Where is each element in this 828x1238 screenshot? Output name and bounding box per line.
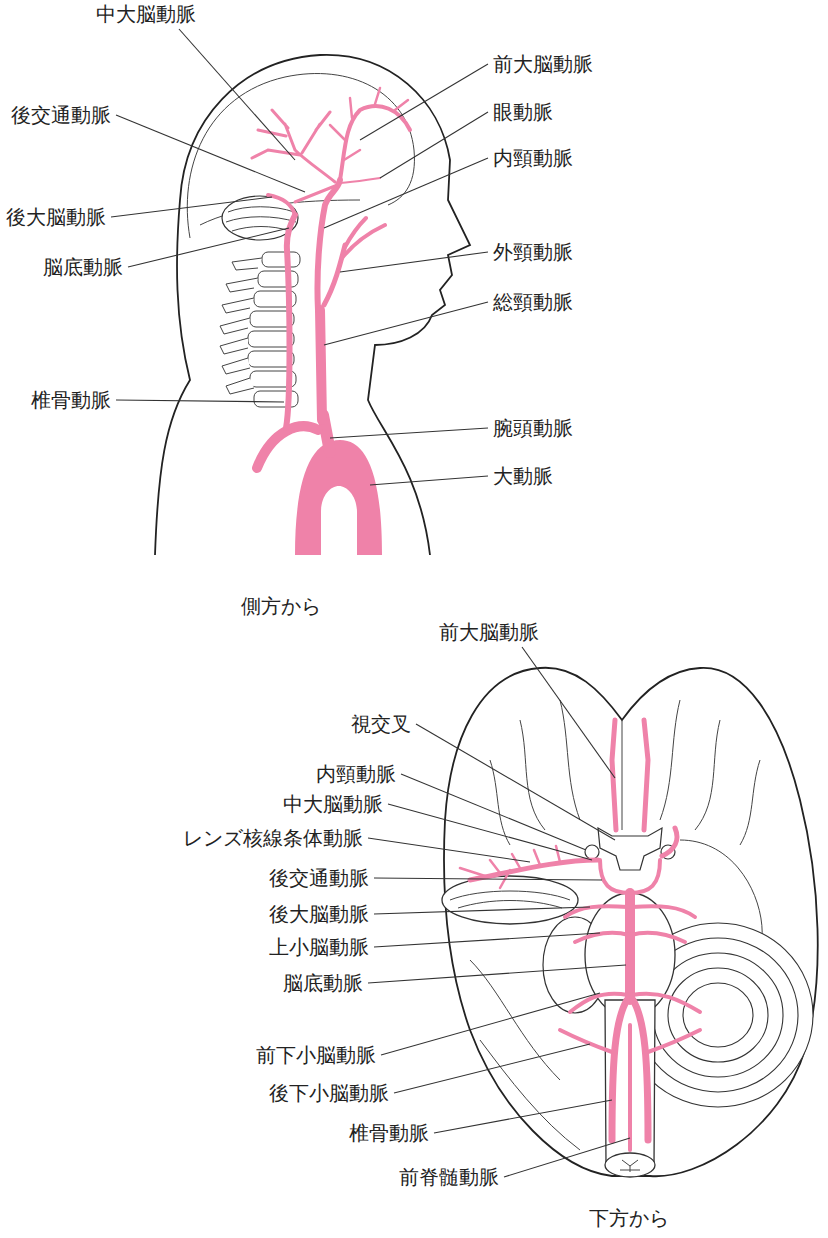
artery-label: 後交通動脈 [10,103,112,127]
leader-line [374,907,590,914]
leader-line [380,112,488,178]
leader-line [416,724,615,840]
artery-label: 前脊髄動脈 [398,1165,500,1189]
artery-label: 内頸動脈 [492,146,574,170]
leader-line [394,1044,590,1093]
inferior-view [442,668,818,1177]
artery-label: 外頸動脈 [492,240,574,264]
artery-label: 総頸動脈 [492,290,574,314]
artery-label: 前下小脳動脈 [255,1043,377,1067]
leader-line [388,804,592,860]
leader-line [381,993,600,1055]
artery-label: 後大脳動脈 [5,205,107,229]
leader-line [116,115,305,192]
artery-label: 前大脳動脈 [438,620,540,644]
view-caption: 側方から [240,594,322,618]
leader-line [374,933,600,947]
side-view [155,55,470,555]
artery-label: 中大脳動脈 [282,792,384,816]
leader-line [370,476,488,485]
leader-line [434,1100,612,1133]
artery-label: 眼動脈 [492,100,554,124]
artery-label: 中大脳動脈 [95,2,197,26]
artery-label: 椎骨動脈 [30,388,112,412]
leader-line [340,252,488,272]
leader-line [522,647,615,778]
leader-line [116,400,284,402]
artery-label: 内頸動脈 [315,762,397,786]
artery-label: 椎骨動脈 [348,1121,430,1145]
artery-label: 腕頭動脈 [492,416,574,440]
leader-line [401,774,586,850]
leader-line [330,428,488,438]
leader-line [368,838,530,862]
leader-line [111,197,272,217]
artery-label: レンズ核線条体動脈 [182,826,364,850]
artery-label: 後大脳動脈 [268,902,370,926]
artery-label: 前大脳動脈 [492,52,594,76]
leader-line [324,158,488,228]
artery-label: 後交通動脈 [268,866,370,890]
leader-line [128,228,289,267]
artery-label: 大動脈 [492,464,554,488]
leader-line [360,64,488,140]
artery-label: 上小脳動脈 [268,935,370,959]
artery-label: 脳底動脈 [282,971,364,995]
artery-label: 脳底動脈 [42,255,124,279]
view-caption: 下方から [588,1206,670,1230]
leader-lines [111,29,630,1177]
leader-line [324,302,488,345]
leader-line [374,878,602,880]
leader-line [368,965,626,983]
leader-line [504,1138,630,1177]
artery-label: 後下小脳動脈 [268,1081,390,1105]
artery-label: 視交叉 [350,712,412,736]
leader-line [179,29,295,160]
